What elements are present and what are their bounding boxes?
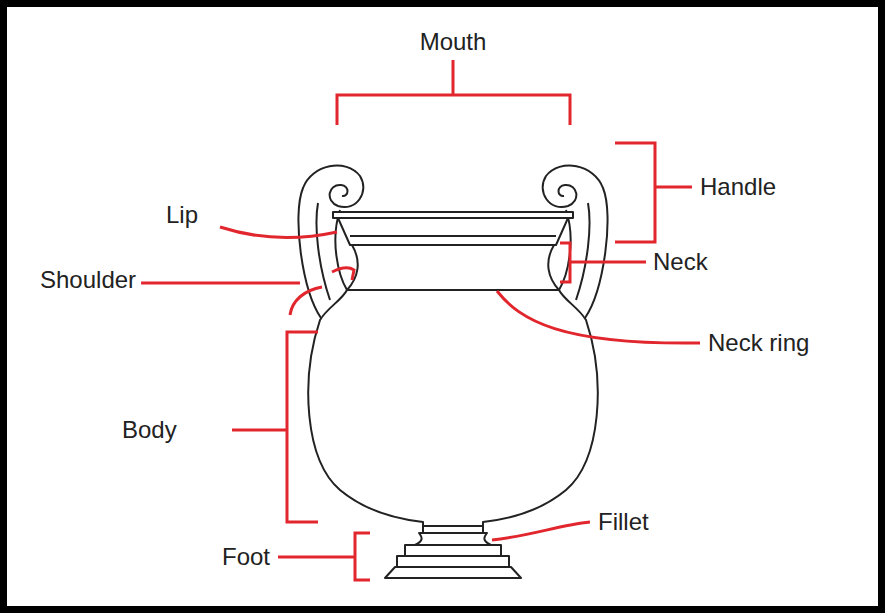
- part-name: Neck: [653, 250, 708, 274]
- part-name: Neck ring: [708, 331, 809, 355]
- part-name: Shoulder: [40, 268, 136, 292]
- part-name: Body: [122, 418, 177, 442]
- part-name: Lip: [166, 203, 198, 227]
- vase-drawing: [298, 166, 607, 578]
- leader-lines: [141, 60, 700, 580]
- white-ground: [7, 7, 878, 606]
- part-name: Foot: [222, 545, 270, 569]
- part-name: Fillet: [598, 510, 649, 534]
- part-name: Mouth: [420, 30, 487, 54]
- part-name: Handle: [700, 175, 776, 199]
